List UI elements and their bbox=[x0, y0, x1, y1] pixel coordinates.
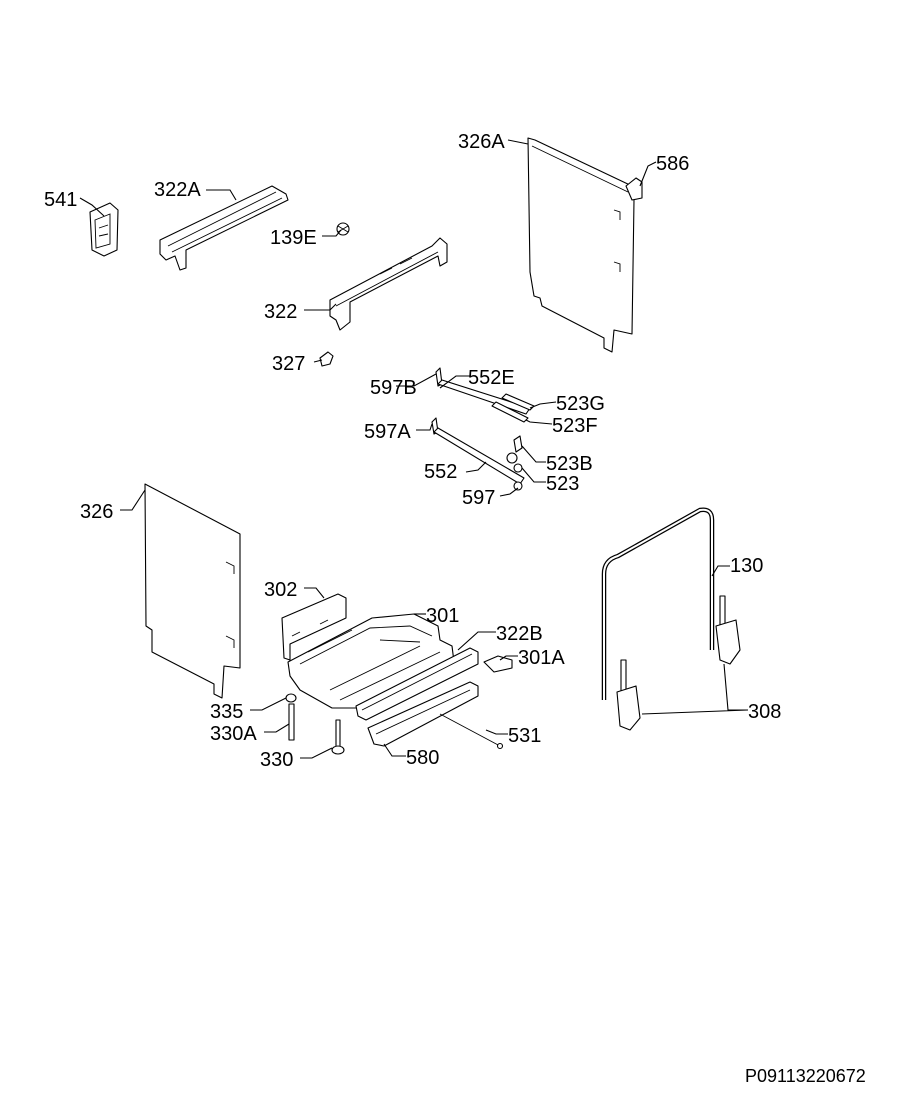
callout-552: 552 bbox=[424, 461, 457, 483]
leader-lines bbox=[79, 139, 749, 759]
callout-301: 301 bbox=[426, 605, 459, 627]
part-531 bbox=[439, 713, 504, 750]
part-552 bbox=[431, 417, 525, 485]
callout-326: 326 bbox=[80, 501, 113, 523]
callout-586: 586 bbox=[656, 153, 689, 175]
callout-330a: 330A bbox=[210, 723, 257, 745]
part-326 bbox=[144, 483, 241, 699]
part-586 bbox=[625, 177, 643, 201]
part-308-left-hinge bbox=[616, 659, 641, 731]
part-301a bbox=[483, 655, 513, 673]
part-330a bbox=[288, 703, 295, 741]
callout-330: 330 bbox=[260, 749, 293, 771]
part-335 bbox=[285, 693, 297, 703]
callout-labels: 541 322A 139E 322 327 326A 586 597B 552E… bbox=[44, 131, 781, 771]
callout-580: 580 bbox=[406, 747, 439, 769]
callout-322b: 322B bbox=[496, 623, 543, 645]
part-301 bbox=[287, 613, 455, 709]
callout-523: 523 bbox=[546, 473, 579, 495]
callout-523f: 523F bbox=[552, 415, 598, 437]
part-330 bbox=[331, 719, 345, 755]
part-523b-523-597 bbox=[506, 435, 523, 491]
callout-308: 308 bbox=[748, 701, 781, 723]
callout-130: 130 bbox=[730, 555, 763, 577]
callout-139e: 139E bbox=[270, 227, 317, 249]
callout-552e: 552E bbox=[468, 367, 515, 389]
callout-597b: 597B bbox=[370, 377, 417, 399]
callout-541: 541 bbox=[44, 189, 77, 211]
callout-322: 322 bbox=[264, 301, 297, 323]
callout-301a: 301A bbox=[518, 647, 565, 669]
document-id: P09113220672 bbox=[745, 1066, 866, 1086]
callout-597: 597 bbox=[462, 487, 495, 509]
part-322b bbox=[355, 647, 479, 721]
callout-531: 531 bbox=[508, 725, 541, 747]
callout-322a: 322A bbox=[154, 179, 201, 201]
part-327 bbox=[319, 351, 334, 367]
part-322a bbox=[159, 185, 289, 271]
callout-335: 335 bbox=[210, 701, 243, 723]
part-130 bbox=[601, 507, 715, 700]
part-541 bbox=[89, 202, 119, 257]
callout-302: 302 bbox=[264, 579, 297, 601]
callout-523b: 523B bbox=[546, 453, 593, 475]
part-326a bbox=[527, 137, 635, 353]
callout-523g: 523G bbox=[556, 393, 605, 415]
callout-597a: 597A bbox=[364, 421, 411, 443]
part-302 bbox=[281, 593, 347, 661]
callout-327: 327 bbox=[272, 353, 305, 375]
part-322 bbox=[329, 237, 448, 331]
part-308-right-hinge bbox=[715, 595, 741, 665]
callout-326a: 326A bbox=[458, 131, 505, 153]
part-580 bbox=[367, 681, 479, 747]
